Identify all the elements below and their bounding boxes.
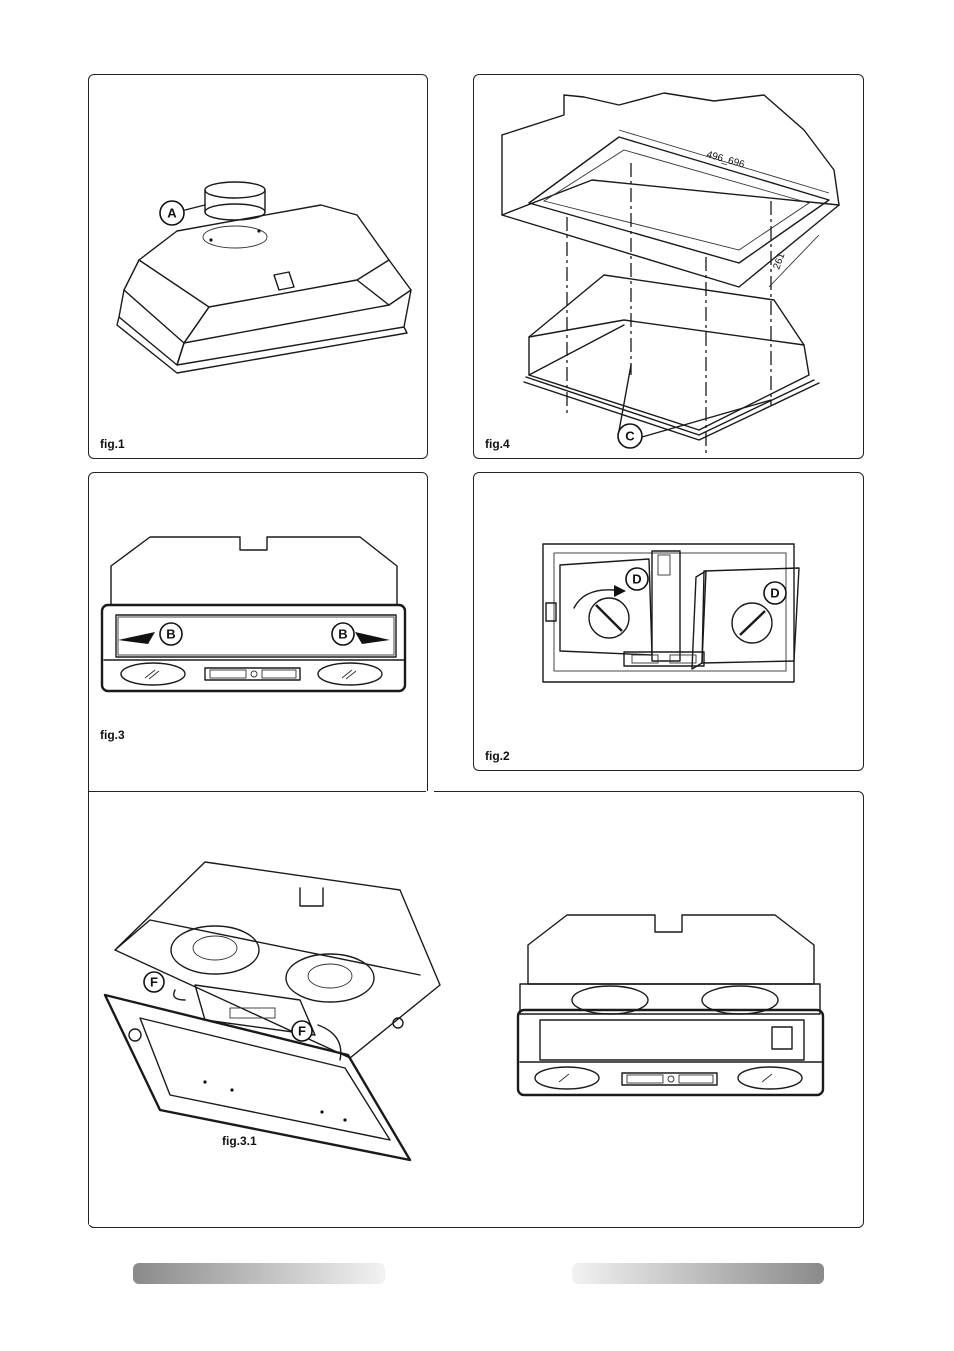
footer-gradient-bar-right xyxy=(572,1263,824,1284)
svg-text:F: F xyxy=(298,1024,306,1039)
svg-text:F: F xyxy=(150,975,158,990)
footer-gradient-bar-left xyxy=(133,1263,385,1284)
figure-label-fig31: fig.3.1 xyxy=(222,1134,257,1148)
callout-f-left: F xyxy=(144,972,164,992)
callout-f-right: F xyxy=(292,1021,312,1041)
